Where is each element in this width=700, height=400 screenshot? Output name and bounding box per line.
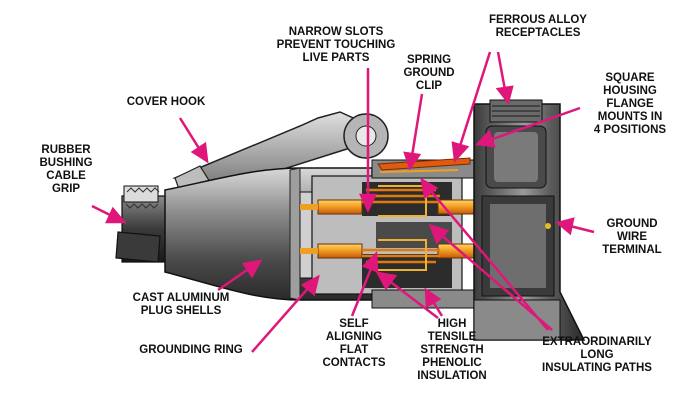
cover-hook xyxy=(172,111,389,193)
rubber-bushing-cable-grip xyxy=(115,185,176,263)
label-ground-wire-terminal: GROUND WIRE TERMINAL xyxy=(602,218,662,256)
label-grounding-ring: GROUNDING RING xyxy=(139,344,243,356)
label-self-aligning: SELF ALIGNING FLAT CONTACTS xyxy=(322,318,386,369)
label-ferrous-alloy-receptacles: FERROUS ALLOY RECEPTACLES xyxy=(489,14,587,39)
spring-ground-clip xyxy=(377,157,471,173)
label-square-housing-flange: SQUARE HOUSING FLANGE MOUNTS IN 4 POSITI… xyxy=(593,72,667,136)
label-narrow-slots: NARROW SLOTS PREVENT TOUCHING LIVE PARTS xyxy=(276,26,396,64)
ferrous-alloy-receptacle-housing xyxy=(473,99,586,341)
label-cover-hook: COVER HOOK xyxy=(126,96,206,108)
label-cast-aluminum: CAST ALUMINUM PLUG SHELLS xyxy=(132,292,230,317)
label-rubber-bushing: RUBBER BUSHING CABLE GRIP xyxy=(39,144,93,195)
label-spring-ground-clip: SPRING GROUND CLIP xyxy=(403,54,455,92)
label-extraordinarily-long: EXTRAORDINARILY LONG INSULATING PATHS xyxy=(542,336,652,374)
annotation-arrows xyxy=(91,51,595,353)
label-high-tensile: HIGH TENSILE STRENGTH PHENOLIC INSULATIO… xyxy=(417,318,487,382)
